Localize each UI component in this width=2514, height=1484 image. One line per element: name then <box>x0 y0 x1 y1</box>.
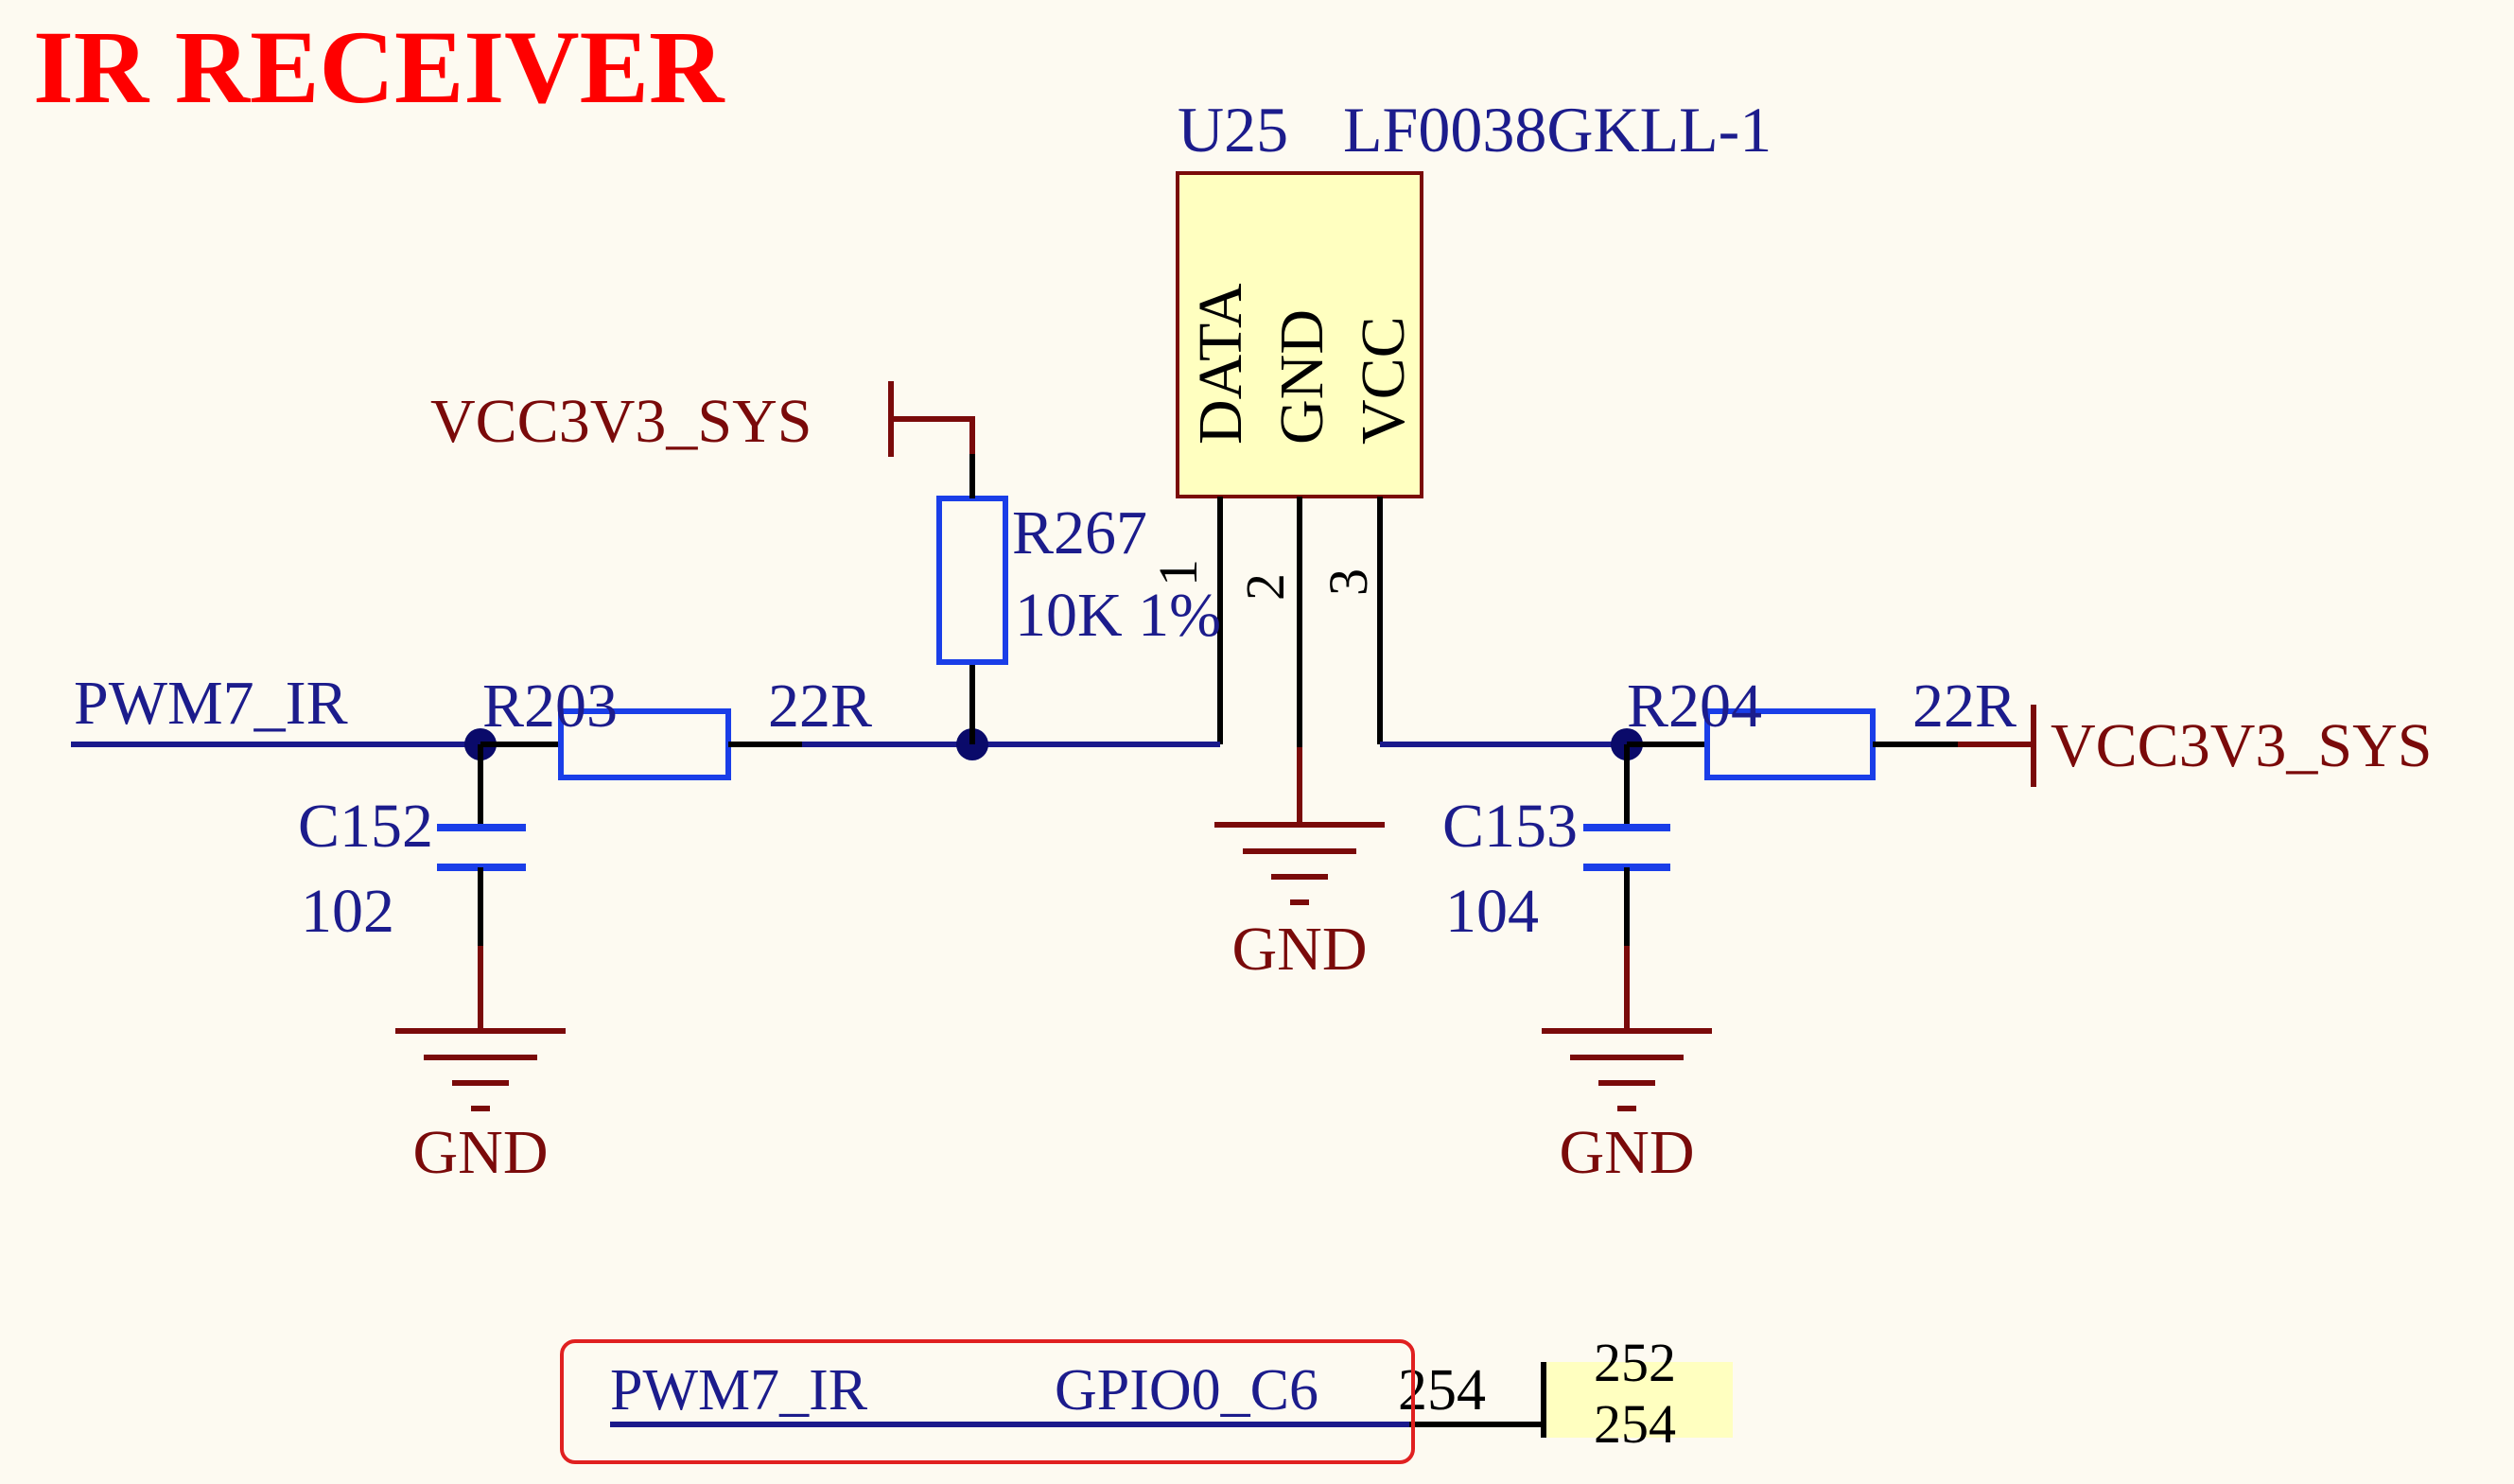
r267-designator: R267 <box>1012 498 1147 567</box>
bottom-net-label: PWM7_IR <box>610 1358 868 1423</box>
ic-pin-name-data: DATA <box>1186 283 1255 445</box>
schematic-title: IR RECEIVER <box>33 9 725 125</box>
resistor-r267[interactable] <box>936 496 1008 665</box>
gnd-label-right: GND <box>1560 1118 1695 1187</box>
r203-designator: R203 <box>482 672 618 741</box>
c152-value: 102 <box>301 877 394 946</box>
bottom-pin-number: 254 <box>1398 1358 1486 1423</box>
ic-designator: U25 <box>1178 94 1288 166</box>
ic-u25-body[interactable] <box>1176 171 1423 498</box>
ic-pin-name-vcc: VCC <box>1349 316 1418 445</box>
gnd-label-left: GND <box>413 1118 549 1187</box>
ic-pin-number-1: 1 <box>1147 559 1209 586</box>
connector-pin-252: 252 <box>1594 1332 1676 1393</box>
ic-pin-number-2: 2 <box>1234 573 1296 601</box>
connector-pin-254: 254 <box>1594 1393 1676 1455</box>
bottom-gpio-label: GPIO0_C6 <box>1055 1358 1318 1423</box>
ground-symbol-left <box>395 1028 566 1111</box>
net-label-pwm7-ir: PWM7_IR <box>74 669 348 738</box>
ic-pin-number-3: 3 <box>1318 568 1379 596</box>
ground-symbol-center <box>1214 822 1385 905</box>
vcc-wire-top <box>891 416 975 454</box>
ground-symbol-right <box>1542 1028 1712 1111</box>
c152-designator: C152 <box>298 792 433 861</box>
ic-pin-name-gnd: GND <box>1267 309 1336 445</box>
gnd-label-center: GND <box>1232 915 1368 984</box>
power-label-top: VCC3V3_SYS <box>430 387 812 456</box>
r203-value: 22R <box>768 672 872 741</box>
r204-designator: R204 <box>1627 672 1762 741</box>
connector-pin-body <box>1544 1362 1733 1438</box>
c153-designator: C153 <box>1442 792 1578 861</box>
power-label-right: VCC3V3_SYS <box>2051 711 2432 780</box>
c153-value: 104 <box>1445 877 1539 946</box>
ic-part-number: LF0038GKLL-1 <box>1343 94 1772 166</box>
r267-value: 10K 1% <box>1015 581 1221 650</box>
highlight-box <box>560 1339 1415 1464</box>
r204-value: 22R <box>1912 672 2016 741</box>
